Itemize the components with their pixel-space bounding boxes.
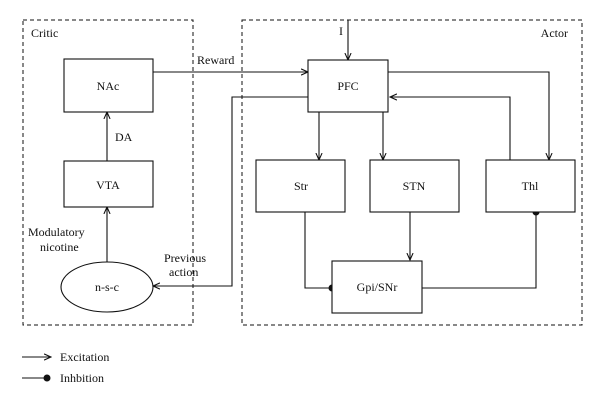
actor-panel xyxy=(241,19,583,326)
legend: Excitation Inhbition xyxy=(22,350,109,385)
previous-action-arrow xyxy=(153,96,308,286)
pfc-thl-arrow xyxy=(388,71,549,160)
node-nsc: n-s-c xyxy=(60,261,154,313)
gpi-thl-inhibition xyxy=(422,212,537,289)
node-vta: VTA xyxy=(63,160,154,208)
node-pfc: PFC xyxy=(307,59,389,113)
critic-label: Critic xyxy=(31,26,58,40)
node-gpi-label: Gpi/SNr xyxy=(357,280,398,294)
legend-inhibition-dot xyxy=(43,374,51,382)
reward-label: Reward xyxy=(197,53,234,67)
node-nac-label: NAc xyxy=(97,79,120,93)
node-str-label: Str xyxy=(294,179,308,193)
node-vta-label: VTA xyxy=(96,178,120,192)
node-pfc-label: PFC xyxy=(337,79,358,93)
previous-action-label-line1: Previous xyxy=(164,251,206,265)
legend-inhibition-label: Inhbition xyxy=(60,371,104,385)
thl-pfc-arrow xyxy=(390,97,511,161)
modulatory-label-line1: Modulatory xyxy=(28,225,85,239)
legend-excitation-label: Excitation xyxy=(60,350,109,364)
str-gpi-inhibition xyxy=(304,212,332,289)
node-str: Str xyxy=(255,159,346,213)
node-gpi: Gpi/SNr xyxy=(331,260,423,314)
modulatory-label-line2: nicotine xyxy=(40,240,79,254)
critic-panel xyxy=(22,19,194,326)
previous-action-label-line2: action xyxy=(169,265,198,279)
node-stn: STN xyxy=(369,159,460,213)
input-label: I xyxy=(339,24,343,38)
da-label: DA xyxy=(115,130,133,144)
node-nsc-label: n-s-c xyxy=(95,280,119,294)
node-nac: NAc xyxy=(63,58,154,113)
actor-label: Actor xyxy=(541,26,568,40)
node-thl-label: Thl xyxy=(522,179,539,193)
node-stn-label: STN xyxy=(403,179,426,193)
node-thl: Thl xyxy=(485,159,576,213)
